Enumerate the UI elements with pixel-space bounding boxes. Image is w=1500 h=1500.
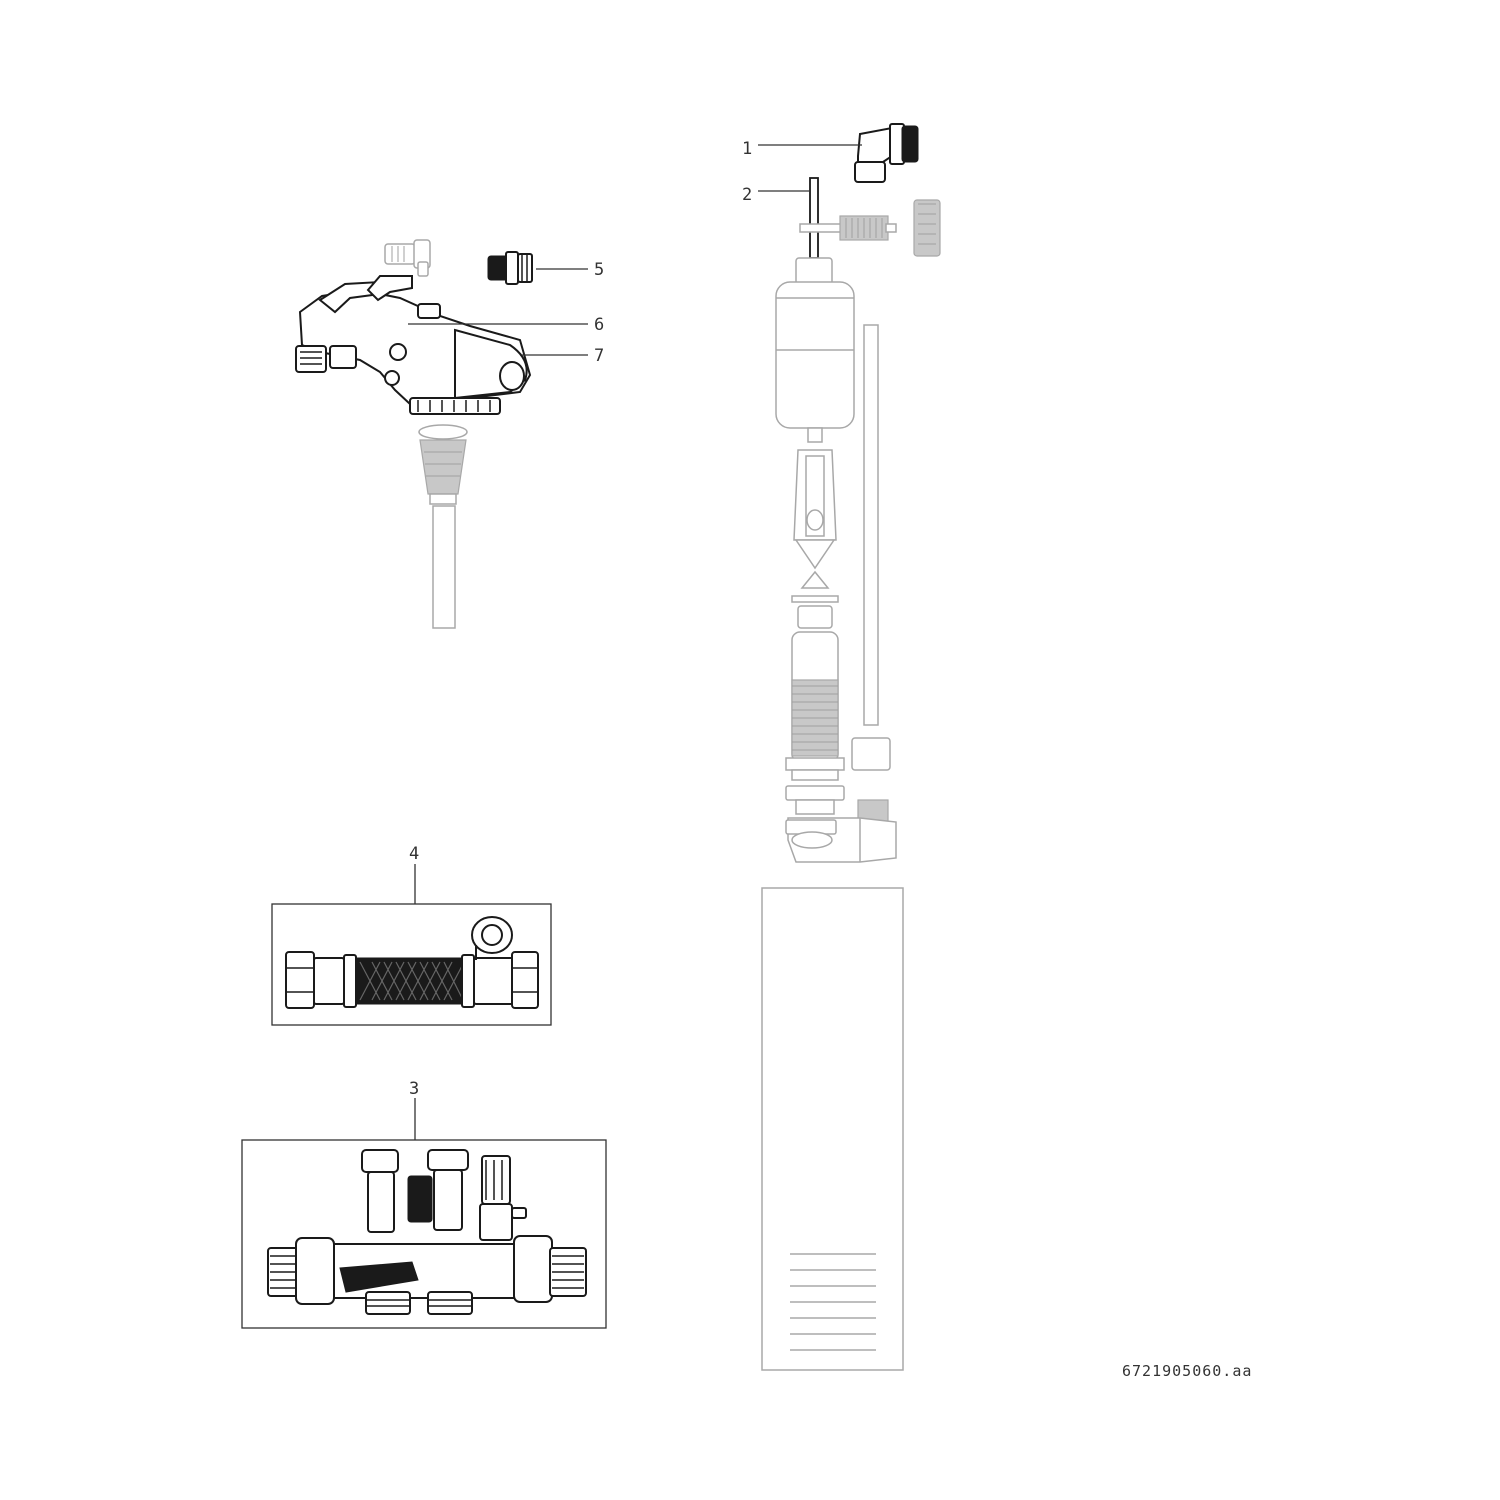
- bypass-valve-3: 3: [241, 1079, 607, 1329]
- callout-2: 2: [742, 185, 752, 205]
- brine-tank: [761, 887, 904, 1371]
- drawing-reference-code: 6721905060.aa: [1122, 1362, 1252, 1380]
- compression-fitting-5: [487, 251, 533, 285]
- valve-body: [295, 275, 532, 415]
- light-elbow-fitting: [384, 239, 431, 277]
- callout-6: 6: [594, 315, 604, 335]
- flexible-hose-kit-4: 4: [271, 844, 552, 1026]
- riser-tube: [432, 505, 456, 629]
- callout-7: 7: [594, 346, 604, 366]
- elbow-connector-1: [854, 123, 919, 183]
- callout-5: 5: [594, 260, 604, 280]
- callout-1: 1: [742, 139, 752, 159]
- callout-4: 4: [409, 844, 419, 864]
- callout-3: 3: [409, 1079, 419, 1099]
- air-check-rod-2: [809, 177, 819, 259]
- valve-head-assembly: [295, 239, 533, 629]
- brine-system-exploded-column: 1 2: [742, 123, 941, 1371]
- distributor-cone: [418, 424, 468, 505]
